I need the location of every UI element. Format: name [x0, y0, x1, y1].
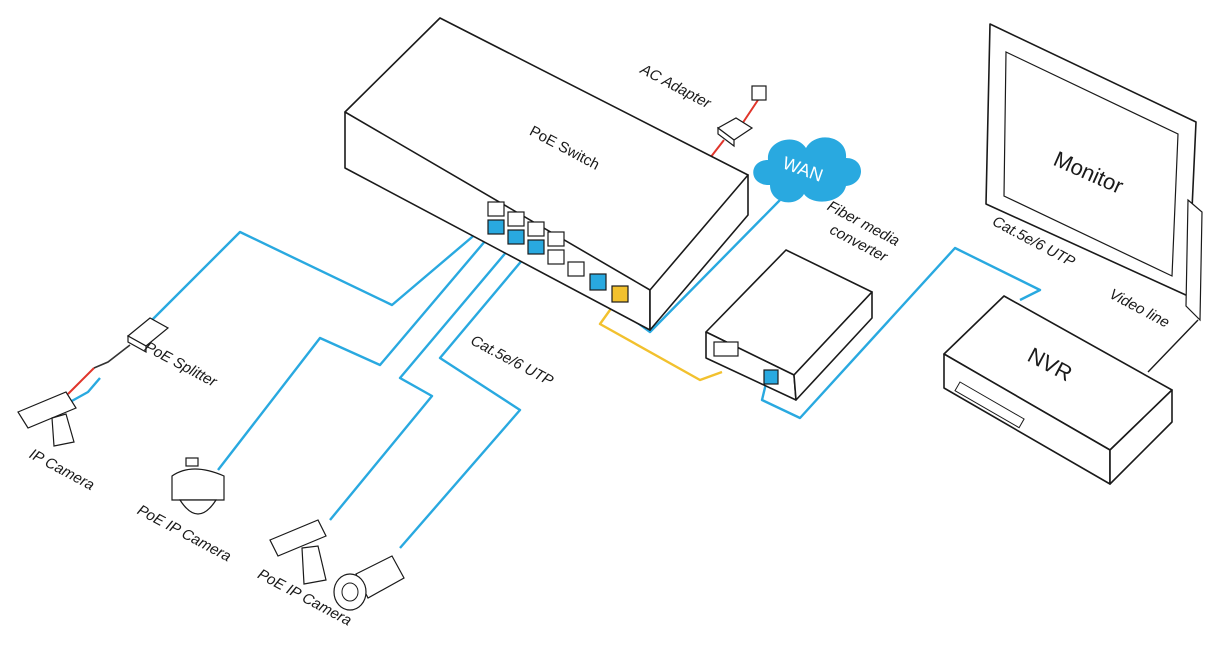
- cable-ac-dc: [709, 139, 725, 159]
- ip-camera-label: IP Camera: [26, 446, 97, 494]
- cable-splitter-power: [67, 367, 95, 395]
- wall-socket: [751, 85, 767, 101]
- bullet-camera: [333, 555, 405, 611]
- converter-fiber-port: [713, 341, 739, 357]
- sfp-port-blue: [589, 273, 607, 291]
- dome-mount: [185, 457, 199, 467]
- converter-side: [793, 291, 873, 401]
- splitter-front: [127, 334, 147, 354]
- wan-cloud: WAN: [753, 137, 861, 203]
- port: [507, 211, 525, 227]
- port: [527, 239, 545, 255]
- port: [527, 221, 545, 237]
- port: [487, 201, 505, 217]
- sfp-port-yellow: [611, 285, 629, 303]
- dome-lens: [178, 499, 218, 515]
- camera-mount: [51, 413, 75, 447]
- nvr-side: [1109, 389, 1173, 485]
- video-line-cable: [1147, 319, 1199, 373]
- port: [547, 231, 565, 247]
- dome-camera-label: PoE IP Camera: [134, 502, 234, 566]
- port: [487, 219, 505, 235]
- poe-splitter: PoE Splitter: [126, 317, 221, 391]
- adapter-box-front: [717, 126, 735, 148]
- monitor-screen: [1003, 51, 1179, 277]
- cable-to-splitter: [149, 221, 493, 323]
- cable-to-bullet-camera: [399, 241, 541, 549]
- nvr: NVR: [943, 295, 1173, 485]
- cable-fiber: [598, 295, 723, 382]
- nvr-slot: [954, 381, 1025, 429]
- ip-camera: IP Camera: [17, 391, 97, 494]
- cloud-shape: [753, 137, 861, 203]
- poe-switch: PoE Switch: [344, 17, 749, 331]
- cable-ac-power: [741, 99, 759, 125]
- cable-label-center: Cat.5e/6 UTP: [468, 332, 556, 390]
- power-cables: [67, 99, 759, 395]
- dome-camera: PoE IP Camera: [134, 457, 234, 566]
- switch-side: [649, 174, 749, 331]
- cable-to-box-camera: [329, 237, 523, 521]
- ac-adapter-label: AC Adapter: [637, 60, 715, 112]
- monitor-stand: [1185, 198, 1203, 322]
- cable-splitter-to-camera: [69, 377, 101, 404]
- camera-body: [17, 391, 77, 429]
- sfp-port: [567, 261, 585, 277]
- cable-converter-to-nvr: [760, 246, 1042, 420]
- converter-rj45-port: [763, 369, 779, 385]
- video-line-label: Video line: [1106, 286, 1172, 332]
- monitor: Monitor: [985, 23, 1203, 322]
- bullet-lens-inner: [341, 582, 359, 602]
- box-camera-mount: [301, 545, 327, 585]
- box-camera: PoE IP Camera: [255, 519, 354, 629]
- switch-ports: [487, 201, 629, 303]
- port: [507, 229, 525, 245]
- port: [547, 249, 565, 265]
- splitter-label: PoE Splitter: [142, 338, 221, 391]
- cable-to-dome-camera: [217, 230, 501, 471]
- dome-housing: [171, 468, 225, 501]
- cable-splitter-dark: [93, 344, 131, 369]
- box-camera-body: [269, 519, 327, 557]
